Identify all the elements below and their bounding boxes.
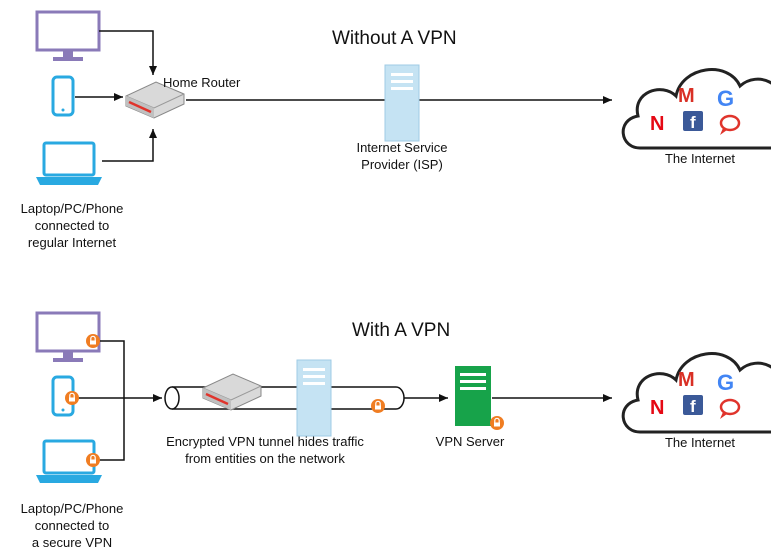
top-section [34,10,771,187]
internet-cloud-icon [621,352,771,434]
top-title: Without A VPN [332,28,457,49]
tunnel-label: Encrypted VPN tunnel hides traffic from … [140,433,390,467]
vpn-server-icon [455,366,491,426]
laptop-to-router-arrow [102,129,157,162]
device-label-line2: connected to [34,518,110,533]
phone-icon [51,75,75,117]
pc-connector-line [96,340,125,398]
lock-icon [370,398,386,414]
lock-icon [64,390,80,406]
bottom-section [34,311,771,485]
home-router-label: Home Router [163,75,241,90]
device-label: Laptop/PC/Phone connected to a secure VP… [2,500,142,551]
pc-icon [35,10,101,63]
isp-label: Internet Service Provider (ISP) [322,139,482,173]
device-label-line1: Laptop/PC/Phone [20,201,124,216]
laptop-icon [34,141,104,187]
tunnel-label-line1: Encrypted VPN tunnel hides traffic [166,434,364,449]
device-label: Laptop/PC/Phone connected to regular Int… [2,200,142,251]
isp-label-line2: Provider (ISP) [361,157,443,172]
pc-to-router-arrow [99,30,157,75]
isp-label-line1: Internet Service [356,140,448,155]
lock-icon [85,452,101,468]
isp-server-icon [296,359,332,437]
internet-cloud-icon [621,68,771,150]
device-label-line2: connected to [34,218,110,233]
isp-server-icon [384,64,420,142]
internet-label: The Internet [664,435,736,450]
bottom-title: With A VPN [352,320,451,341]
lock-icon [489,415,505,431]
device-label-line1: Laptop/PC/Phone [20,501,124,516]
vpn-server-label: VPN Server [435,434,505,449]
lock-icon [85,333,101,349]
laptop-connector-line [96,398,125,461]
tunnel-label-line2: from entities on the network [185,451,345,466]
device-label-line3: a secure VPN [31,535,113,550]
internet-label: The Internet [664,151,736,166]
device-label-line3: regular Internet [27,235,117,250]
vpn-tunnel [164,359,405,437]
